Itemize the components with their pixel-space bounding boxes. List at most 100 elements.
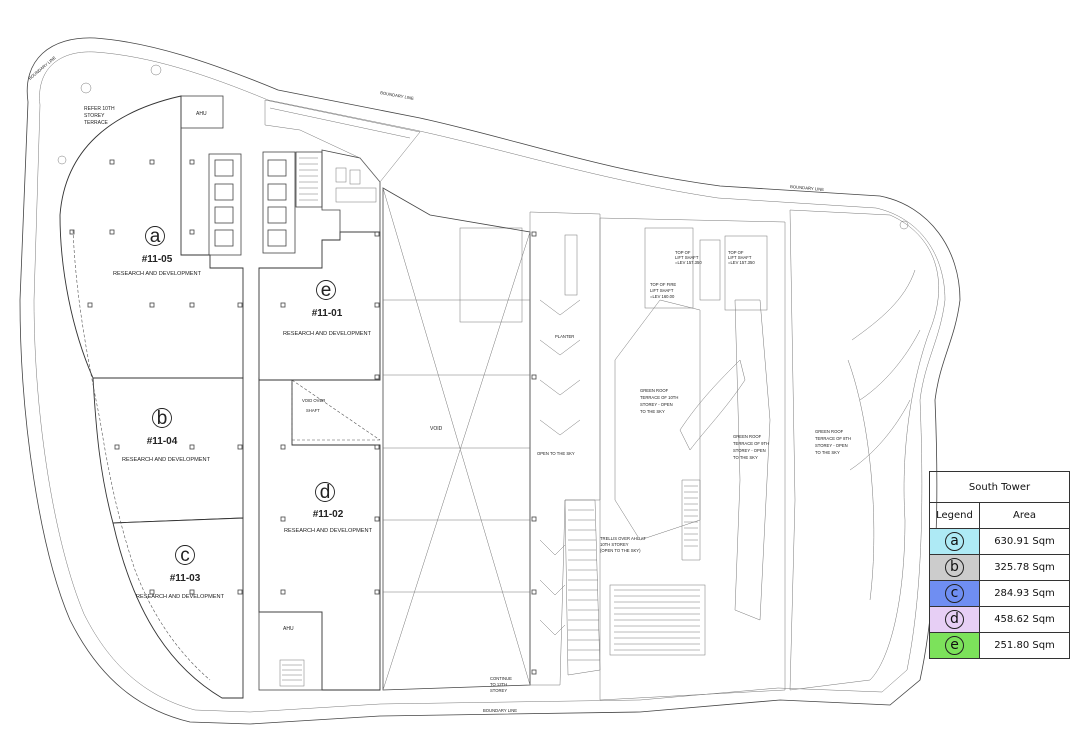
note-planter: PLANTER <box>555 334 574 339</box>
unit-e-code: #11-01 <box>312 308 343 319</box>
legend-header-area: Area <box>979 502 1070 529</box>
unit-b-label: b #11-04 RESEARCH AND DEVELOPMENT <box>122 408 211 463</box>
note-green10-2: TERRACE OF 10TH <box>640 395 678 400</box>
legend-area: 284.93 Sqm <box>979 580 1070 607</box>
legend-letter: b <box>945 558 964 577</box>
building-core <box>180 95 421 691</box>
note-refer-storey: STOREY <box>84 113 105 119</box>
note-ahu-bottom: AHU <box>283 626 294 632</box>
legend-letter: a <box>945 532 964 551</box>
note-green10-1: GREEN ROOF <box>640 388 669 393</box>
note-green10-4: TO THE SKY <box>640 409 665 414</box>
note-toplift-b-2: LIFT SHAFT <box>728 255 752 260</box>
unit-c-use: RESEARCH AND DEVELOPMENT <box>136 594 225 600</box>
unit-d-use: RESEARCH AND DEVELOPMENT <box>284 528 373 534</box>
unit-e-area <box>258 231 381 381</box>
legend-row: b 325.78 Sqm <box>929 554 1070 581</box>
note-boundary-right: BOUNDARY LINE <box>790 184 825 192</box>
unit-d-code: #11-02 <box>313 509 344 520</box>
unit-e-marker <box>316 280 336 300</box>
unit-a-label: a #11-05 RESEARCH AND DEVELOPMENT <box>113 226 202 277</box>
legend-letter: d <box>945 610 964 629</box>
legend-swatch-b: b <box>929 554 980 581</box>
unit-a-use: RESEARCH AND DEVELOPMENT <box>113 271 202 277</box>
note-boundary-bottom: BOUNDARY LINE <box>483 708 517 713</box>
legend-title: South Tower <box>929 471 1070 503</box>
note-green9-1: GREEN ROOF <box>733 434 762 439</box>
legend-area: 251.80 Sqm <box>979 632 1070 659</box>
legend-row: c 284.93 Sqm <box>929 580 1070 607</box>
legend-area: 630.91 Sqm <box>979 528 1070 555</box>
unit-c-label: c #11-03 RESEARCH AND DEVELOPMENT <box>136 545 225 600</box>
unit-d-label: d #11-02 RESEARCH AND DEVELOPMENT <box>284 482 373 534</box>
legend-row: e 251.80 Sqm <box>929 632 1070 659</box>
unit-b-use: RESEARCH AND DEVELOPMENT <box>122 457 211 463</box>
note-toplift-b-1: TOP OF <box>728 250 744 255</box>
note-green8-3: STOREY - OPEN <box>815 443 848 448</box>
note-green9-2: TERRACE OF 9TH <box>733 441 769 446</box>
note-toplift-a-3: =LEV 157.350 <box>675 260 702 265</box>
note-trellis-3: (OPEN TO THE SKY) <box>600 548 641 553</box>
column-markers <box>69 159 537 675</box>
unit-b-letter: b <box>157 408 168 429</box>
unit-a-letter: a <box>150 226 161 247</box>
unit-e-use: RESEARCH AND DEVELOPMENT <box>283 331 372 337</box>
note-continue-3: STOREY <box>490 688 507 693</box>
unit-a-code: #11-05 <box>142 254 173 265</box>
unit-c-code: #11-03 <box>170 573 201 584</box>
note-continue-1: CONTINUE <box>490 676 512 681</box>
legend-swatch-a: a <box>929 528 980 555</box>
note-green9-4: TO THE SKY <box>733 455 758 460</box>
site-boundary <box>19 37 961 725</box>
note-topfire-3: =LEV 160.00 <box>650 294 675 299</box>
legend-letter: e <box>945 636 964 655</box>
legend-row: a 630.91 Sqm <box>929 528 1070 555</box>
note-ahu-top: AHU <box>196 111 207 117</box>
note-green8-4: TO THE SKY <box>815 450 840 455</box>
note-refer-10th: REFER 10TH <box>84 106 115 112</box>
unit-e-label: e #11-01 RESEARCH AND DEVELOPMENT <box>283 280 372 337</box>
legend-header-legend: Legend <box>929 502 980 529</box>
legend-swatch-d: d <box>929 606 980 633</box>
unit-b-area <box>92 377 244 524</box>
note-void-shaft: SHAFT <box>306 408 320 413</box>
unit-c-marker <box>175 545 195 565</box>
unit-e-letter: e <box>321 280 332 301</box>
unit-c-letter: c <box>180 545 190 566</box>
note-trellis-1: TRELLIS OVER AHU AT <box>600 536 646 541</box>
unit-a-marker <box>145 226 165 246</box>
legend-row: d 458.62 Sqm <box>929 606 1070 633</box>
note-toplift-a-2: LIFT SHAFT <box>675 255 699 260</box>
note-topfire-1: TOP OF FIRE <box>650 282 676 287</box>
legend-swatch-c: c <box>929 580 980 607</box>
legend-area: 458.62 Sqm <box>979 606 1070 633</box>
note-green8-1: GREEN ROOF <box>815 429 844 434</box>
note-boundary-top: BOUNDARY LINE <box>380 90 415 101</box>
unit-d-marker <box>315 482 335 502</box>
note-void: VOID <box>430 426 443 432</box>
note-refer-terrace: TERRACE <box>84 120 109 126</box>
note-toplift-b-3: =LEV 157.350 <box>728 260 755 265</box>
unit-b-code: #11-04 <box>147 436 178 447</box>
unit-c-area <box>112 517 244 699</box>
note-topfire-2: LIFT SHAFT <box>650 288 674 293</box>
unit-d-letter: d <box>320 482 331 503</box>
void-area <box>382 187 531 691</box>
note-trellis-2: 10TH STOREY <box>600 542 629 547</box>
legend-letter: c <box>945 584 964 603</box>
unit-d-area <box>258 377 381 691</box>
note-green8-2: TERRACE OF 8TH <box>815 436 851 441</box>
note-toplift-a-1: TOP OF <box>675 250 691 255</box>
unit-b-marker <box>152 408 172 428</box>
legend-swatch-e: e <box>929 632 980 659</box>
legend-area: 325.78 Sqm <box>979 554 1070 581</box>
legend-table: South Tower Legend Area a 630.91 Sqm b 3… <box>929 471 1070 659</box>
plan-annotations: REFER 10TH STOREY TERRACE AHU AHU VOID V… <box>27 55 851 713</box>
note-open-sky: OPEN TO THE SKY <box>537 451 575 456</box>
note-void-over: VOID OVER <box>302 398 325 403</box>
note-green10-3: STOREY - OPEN <box>640 402 673 407</box>
site-boundary-inner <box>33 51 946 713</box>
green-roof-outlines <box>564 209 939 701</box>
note-continue-2: TO 12TH <box>490 682 507 687</box>
